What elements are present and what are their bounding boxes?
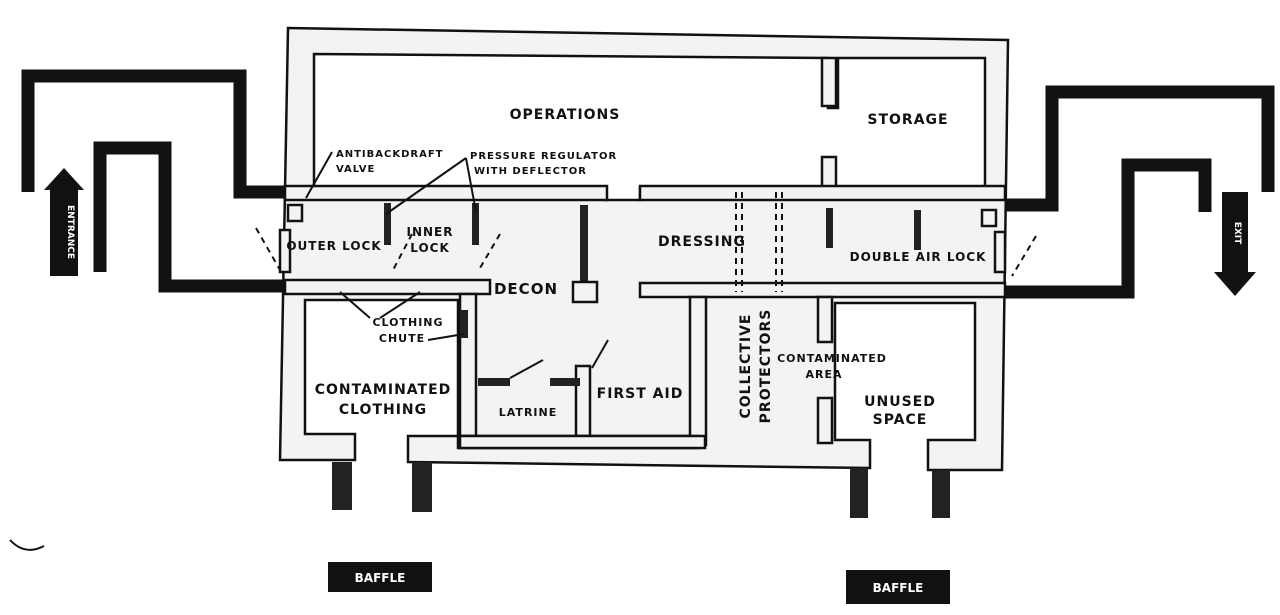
upper-corridor-wall-left <box>283 184 609 202</box>
label-antibackdraft-1: ANTIBACKDRAFT <box>336 149 444 160</box>
chute-leader-1 <box>339 291 371 319</box>
label-contaminated-clothing-1: CONTAMINATED <box>315 382 452 398</box>
label-double-air-lock: DOUBLE AIR LOCK <box>850 250 987 264</box>
storage-wall-upper <box>820 56 838 108</box>
latrine-door-right <box>550 378 580 386</box>
outer-lock-threshold <box>278 228 292 274</box>
bottom-wall <box>458 434 707 450</box>
label-contaminated-area-1: CONTAMINATED <box>777 352 887 365</box>
baffle-post-3 <box>850 468 868 518</box>
entrance-door-swing <box>255 227 281 271</box>
right-exit-duct <box>1005 85 1275 299</box>
inner-lock-door-left <box>384 203 391 245</box>
label-pressure-2: WITH DEFLECTOR <box>474 166 587 177</box>
label-contaminated-area-2: AREA <box>805 368 842 381</box>
label-entrance: ENTRANCE <box>65 205 75 259</box>
label-unused-2: SPACE <box>873 412 928 428</box>
wall-contaminated-area-lower <box>816 396 834 445</box>
latrine-door-swing <box>509 359 544 379</box>
baffle-post-1 <box>332 462 352 510</box>
lower-corridor-wall-right <box>638 281 1007 299</box>
label-storage: STORAGE <box>867 112 948 128</box>
label-unused-1: UNUSED <box>864 394 936 410</box>
exit-door-swing <box>1011 235 1037 277</box>
vent-left <box>286 203 304 223</box>
label-antibackdraft-2: VALVE <box>336 164 375 175</box>
baffle-right-box <box>846 570 950 604</box>
label-exit: EXIT <box>1232 222 1242 245</box>
label-outer-lock: OUTER LOCK <box>286 239 381 253</box>
chute-leader-3 <box>427 333 465 341</box>
inner-lock-door-right <box>472 203 479 245</box>
clothing-chute-door <box>460 310 468 338</box>
label-contaminated-clothing-2: CLOTHING <box>339 402 427 418</box>
label-dressing: DRESSING <box>658 234 746 250</box>
exit-threshold <box>993 230 1007 274</box>
label-baffle-left: BAFFLE <box>355 571 406 585</box>
scan-mark <box>9 539 45 551</box>
air-lock-door-left <box>826 208 833 248</box>
vent-right <box>980 208 998 228</box>
inner-lock-swing-2 <box>391 233 413 273</box>
pressure-leader-2 <box>465 157 477 213</box>
wall-contaminated-area-upper <box>816 295 834 344</box>
wall-firstaid-collective <box>688 295 708 447</box>
label-operations: OPERATIONS <box>510 107 621 123</box>
label-pressure-1: PRESSURE REGULATOR <box>470 151 617 162</box>
entrance-arrow <box>44 168 84 276</box>
chute-leader-2 <box>379 291 421 319</box>
baffle-left-box <box>328 562 432 592</box>
label-inner-lock-1: INNER <box>407 225 454 239</box>
label-clothing-chute-1: CLOTHING <box>372 316 443 329</box>
label-clothing-chute-2: CHUTE <box>379 332 425 345</box>
label-baffle-right: BAFFLE <box>873 581 924 595</box>
left-entrance-duct <box>21 69 288 293</box>
exit-arrow <box>1214 192 1256 296</box>
label-first-aid: FIRST AID <box>597 386 684 402</box>
first-aid-door-swing <box>591 339 609 369</box>
latrine-door-left <box>478 378 510 386</box>
upper-corridor-wall-right <box>638 184 1007 202</box>
wall-latrine-firstaid <box>574 364 592 438</box>
label-collective-1: COLLECTIVE <box>738 313 754 418</box>
decon-shower-fixture <box>571 280 599 304</box>
air-lock-door-right <box>914 210 921 250</box>
baffle-post-4 <box>932 470 950 518</box>
label-latrine: LATRINE <box>499 406 557 419</box>
label-collective-2: PROTECTORS <box>758 309 774 424</box>
antibackdraft-leader <box>305 151 333 199</box>
pressure-leader-1 <box>385 157 467 215</box>
lower-corridor-wall-left <box>283 278 492 296</box>
baffle-post-2 <box>412 462 432 512</box>
label-decon: DECON <box>494 280 558 298</box>
decon-door <box>580 205 588 287</box>
label-inner-lock-2: LOCK <box>410 241 450 255</box>
